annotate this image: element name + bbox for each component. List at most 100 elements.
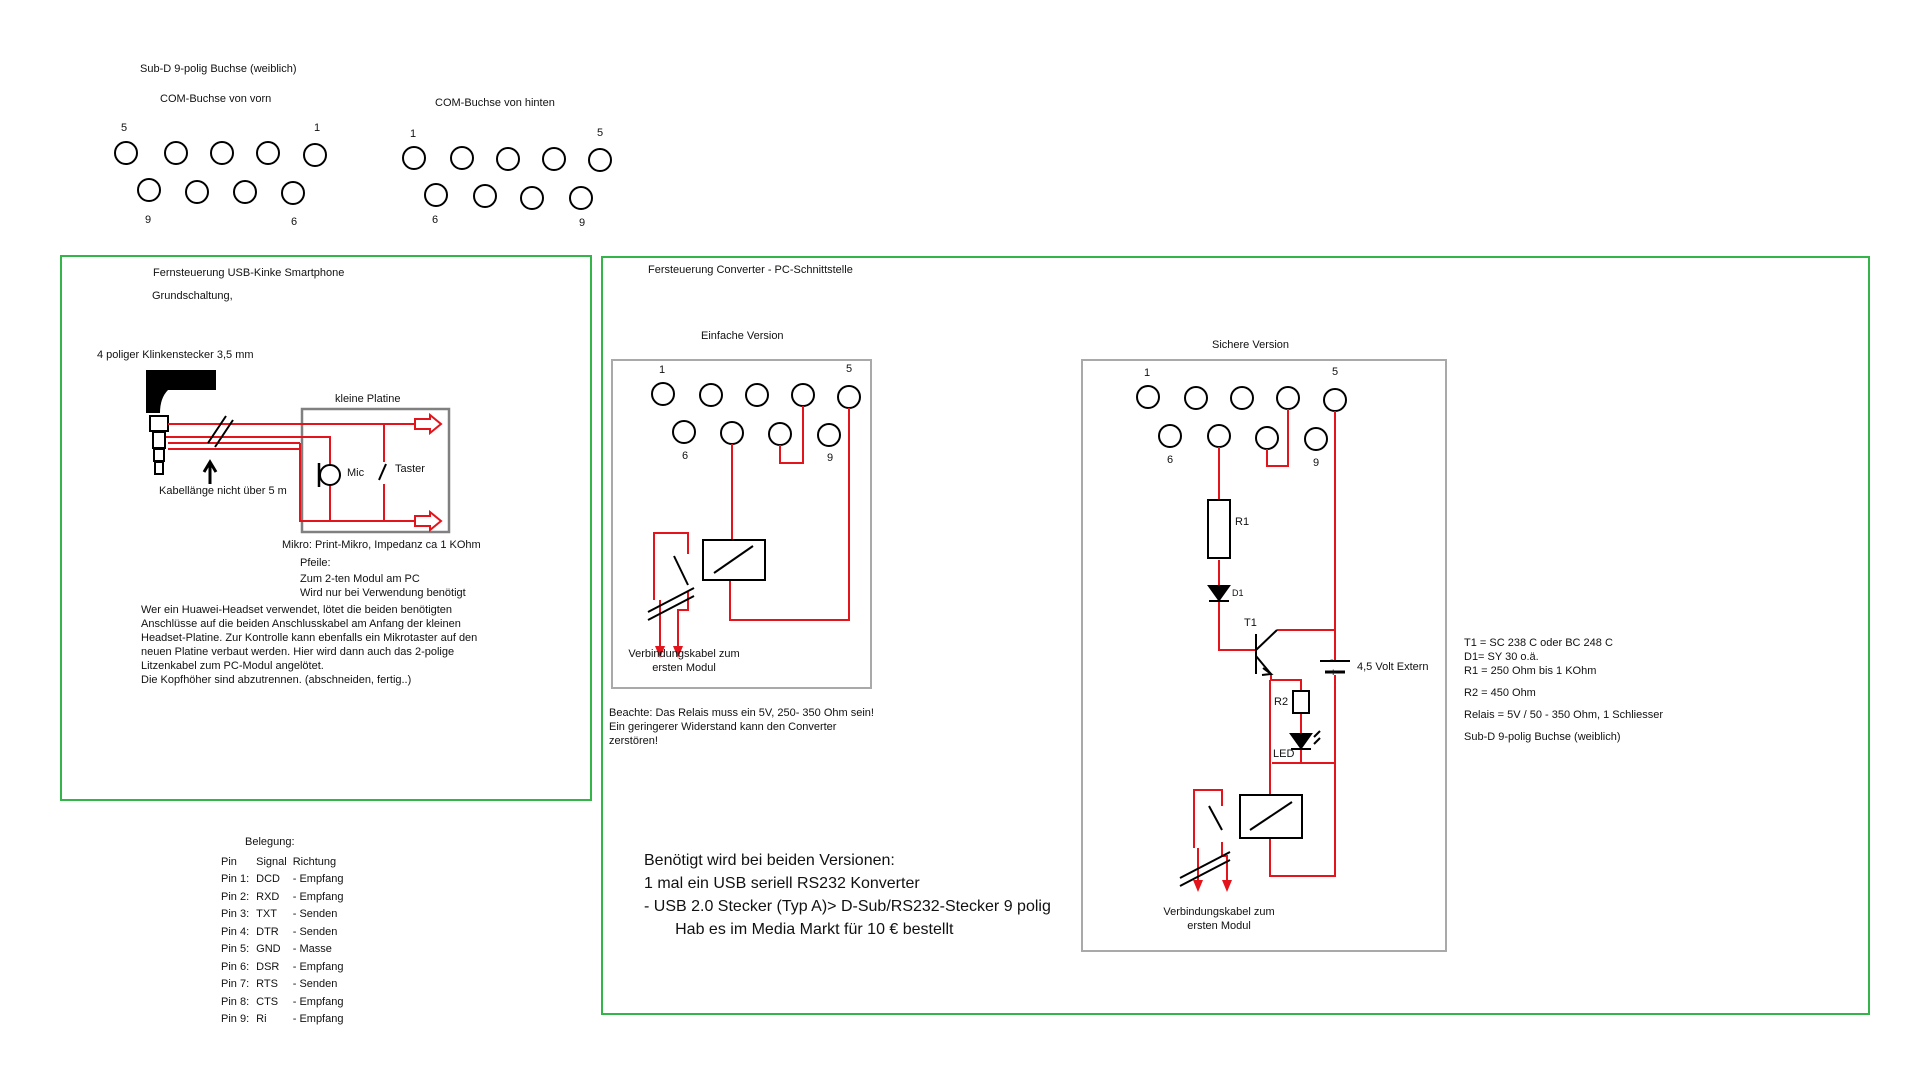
back-pin-label: 6 [432,214,439,226]
left-arrows [414,412,443,533]
r1-label: R1 [1235,516,1250,528]
pinout-row: Pin 8:CTS- Empfang [218,993,346,1011]
pin-signal: CTS [256,995,279,1008]
back-connector-label: COM-Buchse von hinten [435,97,555,109]
simple-version-title: Einfache Version [701,330,784,342]
simple-cable-arrows [655,646,683,658]
pin-number: Pin 1: [221,873,250,886]
d1-label: D1 [1232,588,1244,598]
simple-relay [647,539,766,621]
pin-number: Pin 3: [221,908,250,921]
pin-number: Pin 6: [221,960,250,973]
pin-number: Pin 4: [221,925,250,938]
pinout-row: Pin 5: GND - Masse [218,941,346,959]
pinout-row: Pin 1: DCD - Empfang [218,871,346,889]
left-panel-subtitle: Grundschaltung, [152,290,233,302]
right-panel-title: Fersteuerung Converter - PC-Schnittstell… [648,264,853,276]
pin-direction: - Empfang [292,960,344,973]
back-pin-label: 5 [597,127,604,139]
pin-signal: DCD [256,873,280,886]
right-panel-frame [601,256,1870,1015]
pinout-row: Pin 3:TXT- Senden [218,906,346,924]
board-label: kleine Platine [335,393,401,405]
pin-direction: - Senden [292,908,338,921]
led-diode [1289,733,1313,750]
pin-number: Pin 9: [221,1013,250,1026]
pin-signal: DSR [256,960,280,973]
pinout-header-row: Pin Signal Richtung [218,853,346,871]
safe-version-box [1081,359,1447,952]
pin-signal: RXD [256,890,280,903]
safe-version-title: Sichere Version [1212,339,1290,351]
button-label: Taster [395,463,425,475]
safe-pin-label: 6 [1167,454,1174,466]
pin-direction: - Senden [292,925,338,938]
parts-list: T1 = SC 238 C oder BC 248 C D1= SY 30 o.… [1464,637,1664,743]
pin-number: Pin 2: [221,890,250,903]
battery-plus: + [1330,667,1337,679]
required-parts-note: Benötigt wird bei beiden Versionen: 1 ma… [644,852,1051,938]
battery-minus: - [1330,654,1334,666]
pin-signal: RTS [256,978,278,991]
mic-label: Mic [347,467,365,479]
cable-length-note: Kabellänge nicht über 5 m [159,485,287,497]
pin-number: Pin 5: [221,943,250,956]
simple-pin-label: 1 [659,364,666,376]
safe-pin-label: 5 [1332,366,1339,378]
front-pin-label: 9 [145,214,152,226]
left-panel-frame [60,255,592,801]
pin-number: Pin 8: [221,995,250,1008]
mic-note: Mikro: Print-Mikro, Impedanz ca 1 KOhm [282,539,481,551]
pinout-row: Pin 9:Ri- Empfang [218,1011,346,1029]
huawei-note: Wer ein Huawei-Headset verwendet, lötet … [141,604,478,686]
simple-pin-label: 6 [682,450,689,462]
pinout-row: Pin 2: RXD - Empfang [218,888,346,906]
back-pin-label: 1 [410,128,417,140]
pin-number: Pin 7: [221,978,250,991]
r2-label: R2 [1274,696,1289,708]
safe-cable-label: Verbindungskabel zum ersten Modul [1163,906,1275,932]
r1-resistor [1207,499,1231,559]
board-wiring [166,423,415,522]
pinout-title: Belegung: [245,836,295,848]
pin-direction: - Masse [292,943,332,956]
safe-cable-arrows [1193,880,1232,892]
pinout-row: Pin 4: DTR - Senden [218,923,346,941]
safe-components [1179,499,1350,887]
simple-pin-label: 5 [846,363,853,375]
jack-plug-symbol [146,370,216,475]
front-connector-pins [114,141,327,205]
simple-connector-pins [651,382,861,447]
front-pin-label: 5 [121,122,128,134]
safe-connector-pins [1136,385,1347,451]
relay-warning: Beachte: Das Relais muss ein 5V, 250- 35… [609,707,874,747]
back-pin-label: 9 [579,217,586,229]
mic-and-button [317,462,389,487]
pinout-row: Pin 7: RTS - Senden [218,976,346,994]
simple-wiring [653,406,850,646]
pin-signal: GND [256,943,281,956]
battery-label: 4,5 Volt Extern [1357,661,1429,673]
pin-direction: - Empfang [292,890,344,903]
connector-title: Sub-D 9-polig Buchse (weiblich) [140,63,297,75]
pin-signal: DTR [256,925,279,938]
safe-pin-label: 1 [1144,367,1151,379]
pin-signal: Ri [256,1013,267,1026]
pinout-header: Pin [221,855,237,868]
led-label: LED [1273,748,1295,760]
pin-direction: - Empfang [292,873,344,886]
pinout-header: Signal [256,855,287,868]
front-connector-label: COM-Buchse von vorn [160,93,272,105]
safe-wiring [1193,409,1336,880]
simple-pin-label: 9 [827,452,834,464]
pinout-row: Pin 6: DSR - Empfang [218,958,346,976]
simple-cable-label: Verbindungskabel zum ersten Modul [628,648,740,674]
r2-resistor [1292,690,1310,714]
pin-direction: - Senden [292,978,338,991]
back-connector-pins [402,146,612,210]
plug-label: 4 poliger Klinkenstecker 3,5 mm [97,349,254,361]
